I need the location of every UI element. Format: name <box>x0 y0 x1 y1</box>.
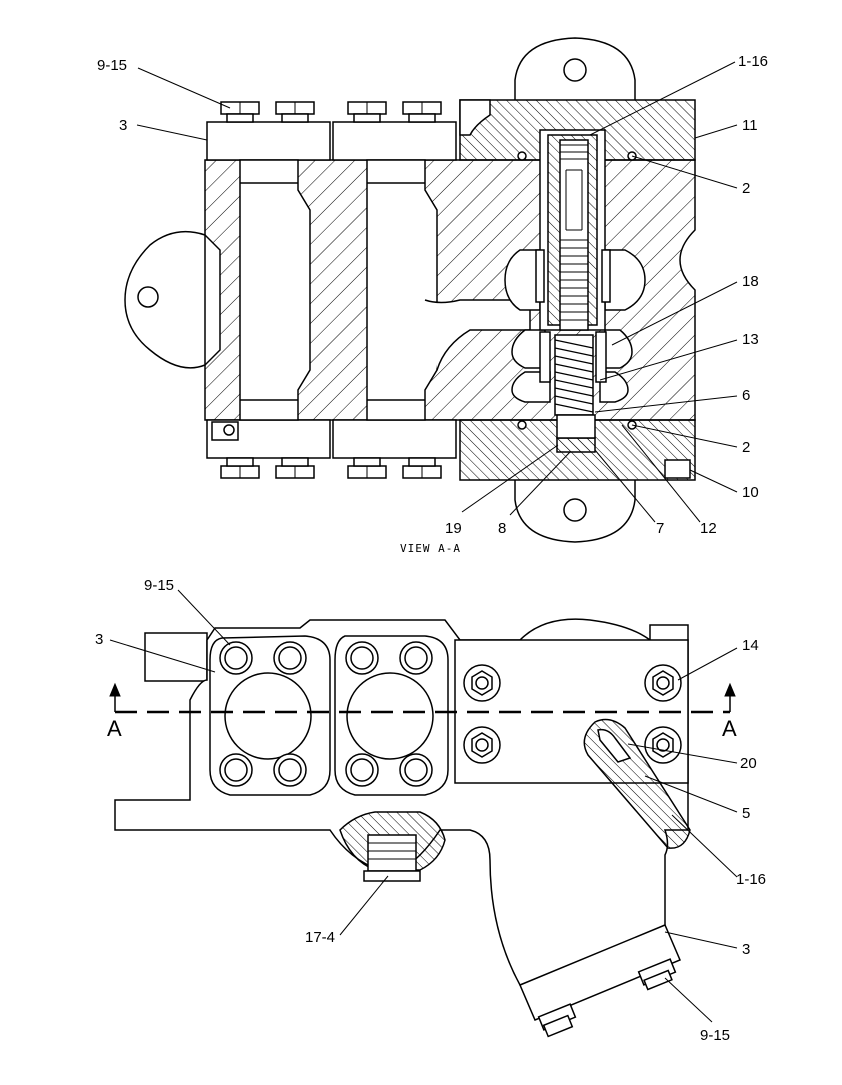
view-title: VIEW A-A <box>400 542 461 555</box>
callout-2-upper: 2 <box>742 180 750 197</box>
callout-9-15-bottom: 9-15 <box>144 577 174 594</box>
callout-13: 13 <box>742 331 759 348</box>
callout-1-16: 1-16 <box>738 53 768 70</box>
callout-9-15-lower: 9-15 <box>700 1027 730 1044</box>
callout-9-15: 9-15 <box>97 57 127 74</box>
callout-10: 10 <box>742 484 759 501</box>
callout-11: 11 <box>742 117 758 134</box>
callout-19: 19 <box>445 520 462 537</box>
callout-18: 18 <box>742 273 759 290</box>
callout-7: 7 <box>656 520 664 537</box>
section-marker-left: A <box>107 716 122 741</box>
callout-17-4: 17-4 <box>305 929 335 946</box>
section-marker-right: A <box>722 716 737 741</box>
callout-3-lower: 3 <box>742 941 750 958</box>
callout-6: 6 <box>742 387 750 404</box>
top-view-housing <box>114 618 691 1038</box>
callout-3: 3 <box>119 117 127 134</box>
section-line-a-a <box>109 682 736 714</box>
callout-3-bottom: 3 <box>95 631 103 648</box>
leader-lines-top <box>136 61 738 523</box>
callout-5: 5 <box>742 805 750 822</box>
callout-20: 20 <box>740 755 757 772</box>
callout-14: 14 <box>742 637 759 654</box>
section-view-a-a <box>124 37 696 543</box>
callout-12: 12 <box>700 520 717 537</box>
leader-lines-bottom <box>109 589 738 1023</box>
callout-1-16-bottom: 1-16 <box>736 871 766 888</box>
callout-2-lower: 2 <box>742 439 750 456</box>
callout-8: 8 <box>498 520 506 537</box>
